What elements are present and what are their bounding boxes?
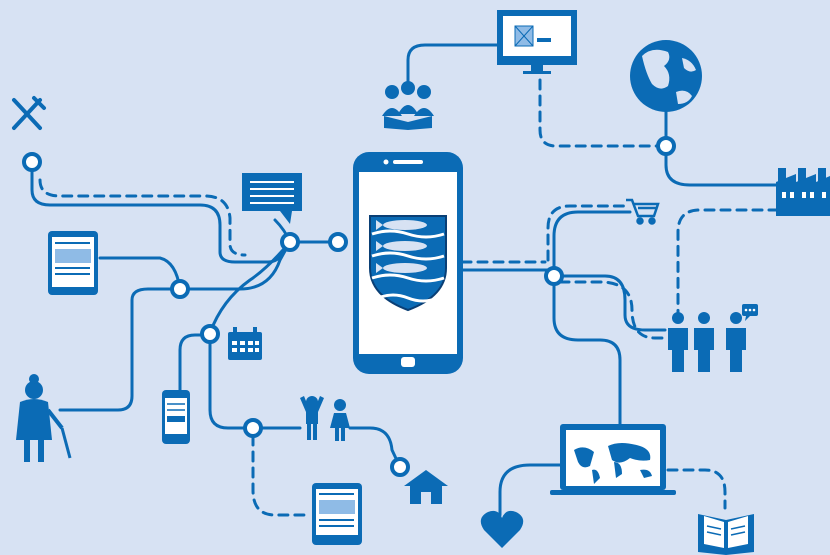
dash-hub-to-cart: [546, 204, 630, 262]
node-hub-right: [544, 266, 564, 286]
shopping-cart-icon: [626, 198, 660, 225]
reading-group-icon: [382, 81, 434, 130]
globe-icon: [630, 40, 702, 112]
line-mobile-to-node: [178, 333, 212, 392]
elderly-woman-icon: [16, 374, 72, 462]
book-icon: [698, 514, 754, 555]
line-calendar-node: [208, 240, 292, 335]
line-hub-to-cart: [552, 210, 632, 278]
node-phone-left: [328, 232, 348, 252]
laptop-map-icon: [550, 424, 676, 495]
mobile-phone-icon: [162, 390, 190, 444]
node-hub-left: [280, 232, 300, 252]
node-globe: [656, 136, 676, 156]
factory-icon: [776, 168, 830, 216]
tablet-document-icon: [312, 483, 362, 545]
line-reading-to-monitor: [406, 43, 502, 90]
node-family: [243, 418, 263, 438]
line-node-to-family: [208, 331, 302, 430]
tablet-icon: [48, 231, 98, 295]
people-chat-icon: [668, 304, 758, 372]
heart-icon: [480, 510, 524, 548]
dash-laptop-to-book: [666, 468, 727, 510]
node-house: [390, 457, 410, 477]
shield-emblem: [369, 215, 447, 312]
center-smartphone: [353, 152, 463, 374]
line-hub-to-people: [552, 274, 667, 332]
connection-nodes: [22, 136, 676, 477]
family-icon: [300, 396, 350, 441]
line-node-to-hub: [178, 240, 292, 291]
fork-knife-icon: [12, 96, 46, 130]
dash-monitor-to-globe: [538, 78, 668, 148]
dash-fork-to-hub: [38, 178, 247, 257]
line-family-to-house: [348, 426, 402, 469]
connection-lines: [30, 43, 780, 517]
node-calendar: [200, 324, 220, 344]
dash-hub-to-people: [558, 280, 670, 340]
line-hub-to-laptop: [552, 274, 622, 427]
dash-to-tablet-doc: [251, 434, 312, 517]
line-elderly-to-node: [58, 287, 182, 412]
dash-factory-to-people: [676, 208, 780, 320]
line-globe-to-factory: [664, 110, 780, 187]
node-fork: [22, 152, 42, 172]
line-tablet-to-node: [98, 256, 182, 291]
calendar-icon: [228, 327, 262, 360]
line-laptop-to-heart: [498, 463, 562, 517]
chat-bubble-icon: [242, 173, 302, 224]
node-tablet: [170, 279, 190, 299]
house-icon: [404, 470, 448, 504]
monitor-icon: [497, 10, 577, 74]
